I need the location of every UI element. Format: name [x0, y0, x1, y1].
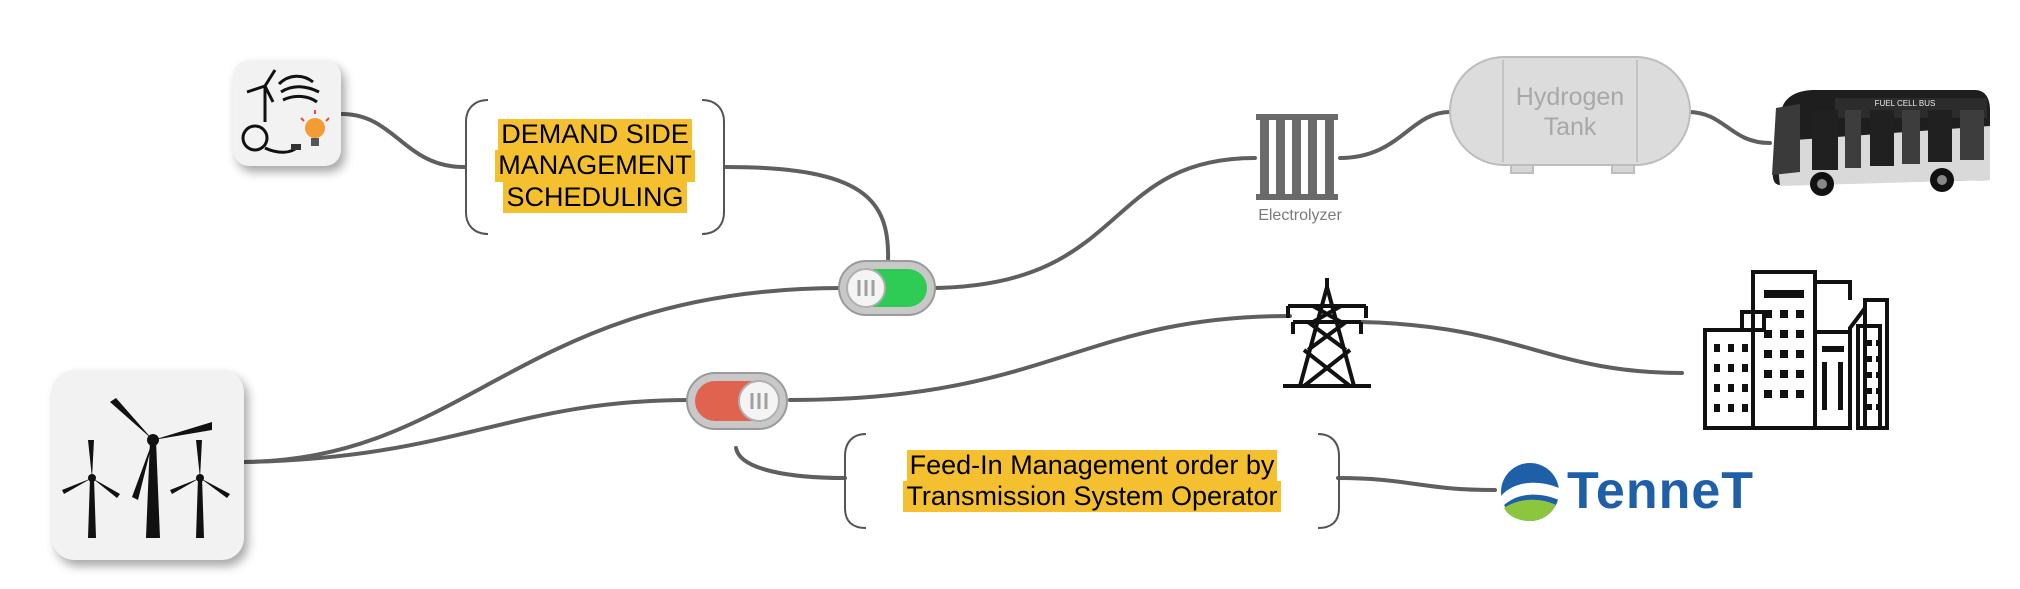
line-switch-top-to-electrolyzer [926, 156, 1257, 290]
electrolyzer-caption: Electrolyzer [1258, 207, 1342, 224]
feedin-bracket [844, 433, 1340, 529]
bus-sign-text: FUEL CELL BUS [1875, 99, 1936, 108]
hydrogen-tank-label-line-1: Hydrogen [1515, 83, 1625, 111]
hydrogen-tank-label: Hydrogen Tank [1450, 82, 1690, 142]
dsm-bracket [465, 99, 725, 235]
line-switch-bottom-to-feedin [734, 446, 847, 480]
wind-farm-icon-box [52, 370, 244, 560]
connection-lines [242, 110, 1772, 492]
line-tank-to-bus [1686, 110, 1772, 145]
line-switch-bottom-to-pylon [788, 314, 1292, 402]
line-electrolyzer-to-tank [1338, 110, 1452, 160]
feedin-label-line-2: Transmission System Operator [903, 481, 1281, 513]
feedin-label-line-1: Feed-In Management order by [906, 449, 1278, 481]
dsm-label-line-3: SCHEDULING [503, 181, 687, 213]
dsm-label-line-1: DEMAND SIDE [498, 119, 692, 151]
city-windows [1714, 290, 1881, 412]
switch-bottom-grip-icon [750, 393, 768, 409]
tennet-logo-icon: TenneT [1501, 462, 1754, 521]
hydrogen-tank-label-line-2: Tank [1543, 113, 1597, 141]
dsm-icon-box [233, 60, 341, 166]
feedin-label: Feed-In Management order by Transmission… [850, 438, 1334, 524]
line-icon-to-dsm [340, 112, 467, 170]
line-dsm-to-switch-top [724, 165, 891, 264]
line-pylon-to-city [1360, 320, 1684, 375]
transmission-pylon-icon [1283, 278, 1371, 388]
switch-top-grip-icon [857, 280, 875, 296]
line-wind-to-switch-bottom [242, 398, 692, 464]
city-buildings-icon [1703, 270, 1889, 430]
wind-and-lightbulb-icon [241, 69, 330, 154]
switch-bottom[interactable] [686, 372, 788, 430]
dsm-label: DEMAND SIDE MANAGEMENT SCHEDULING [470, 105, 720, 227]
wind-turbines-icon [62, 398, 230, 538]
dsm-label-line-2: MANAGEMENT [495, 150, 695, 182]
line-feedin-to-tennet [1336, 476, 1497, 492]
hydrogen-tank-icon [1449, 56, 1691, 174]
electrolyzer-icon [1256, 114, 1338, 200]
line-wind-to-switch-top [242, 286, 844, 464]
switch-top[interactable] [838, 260, 936, 316]
fuel-cell-bus-icon: FUEL CELL BUS [1772, 90, 1990, 196]
tennet-wordmark: TenneT [1567, 462, 1754, 520]
